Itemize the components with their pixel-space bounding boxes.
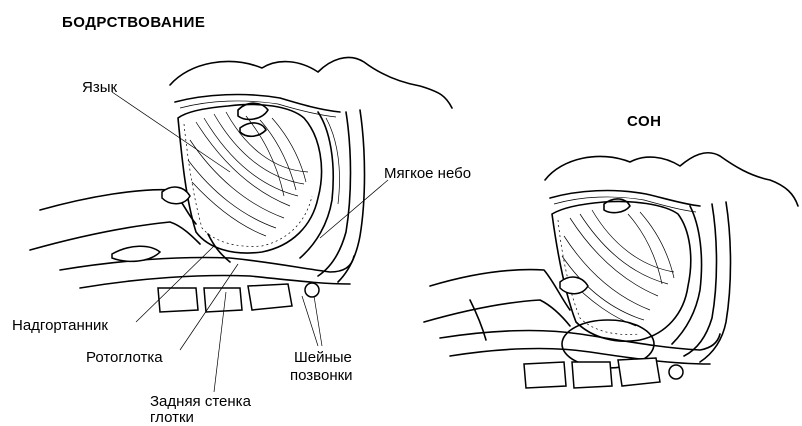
awake-pharynx-wall <box>318 112 351 276</box>
label-tongue: Язык <box>82 80 117 96</box>
awake-diagram <box>30 57 452 392</box>
label-posterior-wall-line1: Задняя стенка <box>150 394 251 410</box>
sleep-vertebra-3 <box>618 358 660 386</box>
sleep-hyoid-bone <box>560 277 588 294</box>
leader-vertebrae-b <box>314 296 322 346</box>
awake-vertebra-1 <box>158 288 198 312</box>
awake-soft-palate <box>300 112 333 258</box>
label-epiglottis: Надгортанник <box>12 318 108 334</box>
awake-vertebra-3 <box>248 284 292 310</box>
leader-vertebrae-a <box>302 296 318 346</box>
leader-tongue <box>112 92 230 172</box>
label-soft-palate: Мягкое небо <box>384 166 471 182</box>
sleep-vertebra-2 <box>572 362 612 388</box>
label-oropharynx: Ротоглотка <box>86 350 163 366</box>
awake-vertebra-2 <box>204 288 242 312</box>
label-posterior-wall-line2: глотки <box>150 410 194 426</box>
label-vertebrae-line1: Шейные <box>294 350 352 366</box>
sleep-trachea <box>440 331 720 350</box>
awake-tongue <box>178 105 322 254</box>
sleep-soft-palate <box>672 206 702 344</box>
awake-head-outline <box>170 57 452 108</box>
awake-trachea <box>60 256 354 272</box>
sleep-vertebra-1 <box>524 362 566 388</box>
label-vertebrae-line2: позвонки <box>290 368 353 384</box>
sleep-diagram <box>424 153 798 388</box>
sleep-hard-palate <box>550 191 700 206</box>
